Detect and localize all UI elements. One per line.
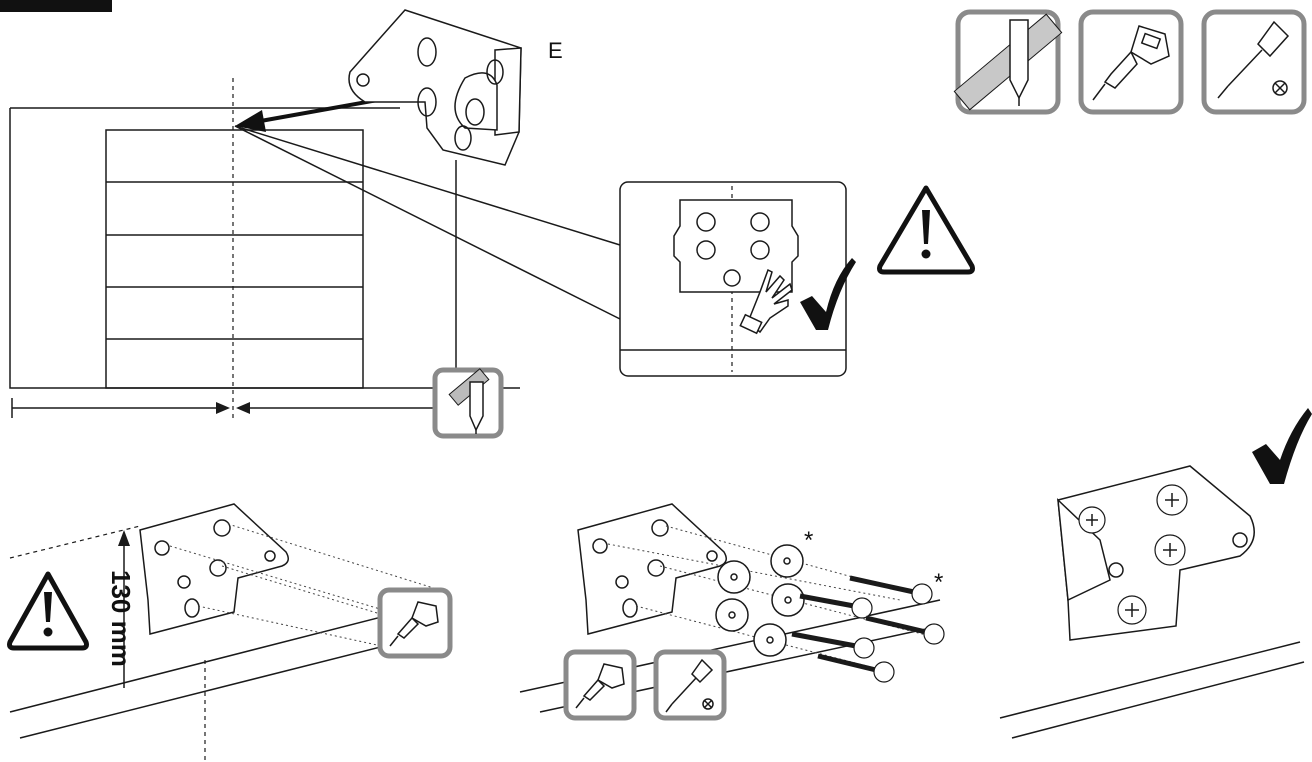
- bracket-e: [348, 9, 522, 166]
- ruler-pencil-icon: [953, 9, 1063, 115]
- washer: [715, 598, 749, 632]
- screwdriver-icon: [1201, 9, 1307, 115]
- washer: [753, 623, 787, 657]
- detail-callout-cone: [234, 125, 627, 323]
- screw: [799, 593, 873, 619]
- step-tab: [0, 0, 112, 12]
- screw-head: [1117, 595, 1147, 625]
- check-icon: [800, 258, 856, 330]
- screwdriver-icon: [653, 649, 727, 721]
- screw: [849, 575, 933, 605]
- screw-head: [1078, 506, 1106, 534]
- warning-icon: [7, 571, 89, 651]
- measure-tool-small: [432, 367, 504, 439]
- drill-icon: [1078, 9, 1184, 115]
- washer: [770, 544, 804, 578]
- centre-dimension: [11, 398, 440, 418]
- screw: [791, 631, 875, 659]
- part-letter-label: E: [548, 38, 563, 63]
- screw: [817, 653, 895, 683]
- screw: [865, 615, 945, 645]
- washer: [771, 583, 805, 617]
- fasten-screws-panel: [519, 503, 945, 713]
- installed-bracket-panel: [999, 465, 1305, 739]
- detail-inset: [619, 181, 856, 377]
- screw-head: [1156, 484, 1188, 516]
- screw-head: [1154, 534, 1186, 566]
- drill-icon: [563, 649, 637, 721]
- mark-holes-panel: [9, 503, 441, 760]
- height-dimension-label: 130 mm: [106, 570, 136, 667]
- drill-icon: [377, 587, 453, 659]
- asterisk-washer: *: [804, 527, 813, 554]
- warning-icon: [877, 185, 975, 275]
- washer: [717, 560, 751, 594]
- garage-door-drawing: [9, 78, 520, 420]
- asterisk-screw: *: [934, 569, 943, 596]
- hand-icon: [739, 268, 793, 335]
- check-icon: [1252, 408, 1312, 484]
